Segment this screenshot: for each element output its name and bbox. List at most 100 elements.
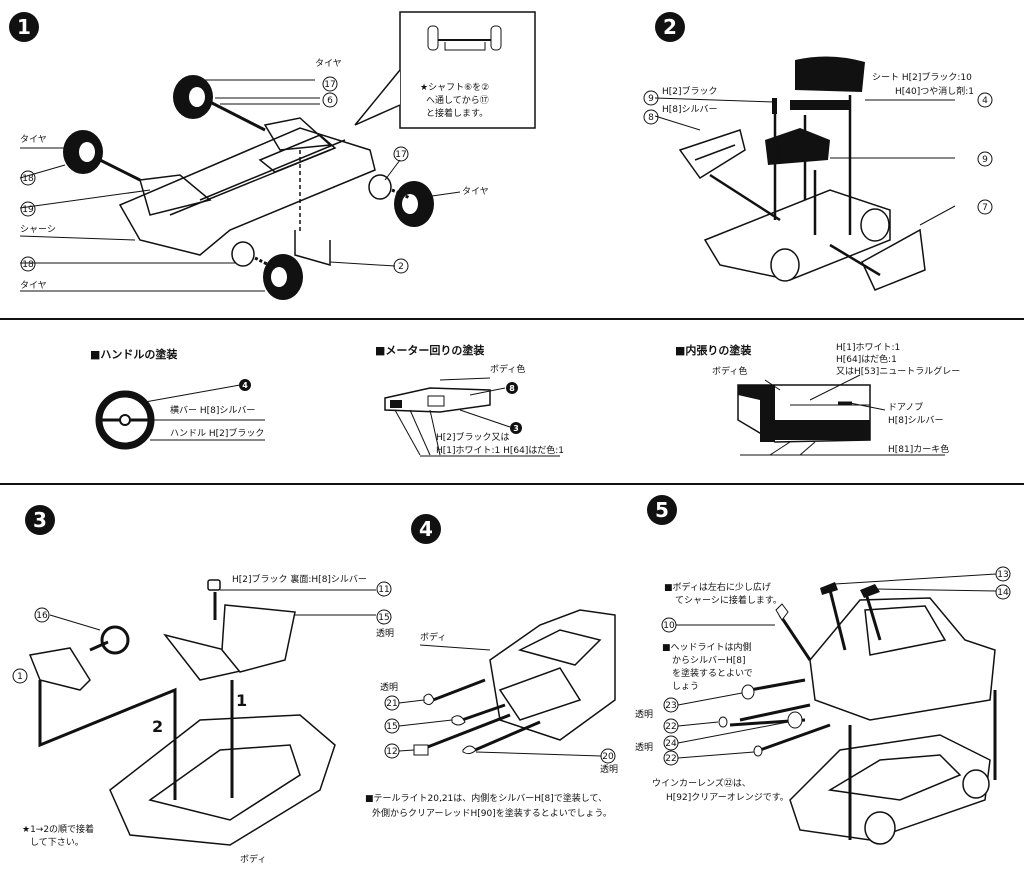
part-24: 24 [665,739,677,749]
seat-color-2: H[40]つや消し剤:1 [895,85,974,97]
meter-body-color: ボディ色 [490,363,525,375]
part-17-right: 17 [395,150,406,160]
shaft-callout: ★シャフト⑥を② へ通してから⑰ と接着します。 [354,11,536,129]
handle-paint-title: ■ハンドルの塗装 [90,347,177,361]
callout-line-3: と接着します。 [426,107,488,119]
part-13: 13 [997,570,1008,580]
door-knob-label: ドアノブ [888,401,923,413]
arrow-label-1: 1 [236,691,247,710]
part-15: 15 [386,722,397,732]
assembly-arrows [38,592,234,800]
part-4: 4 [982,96,988,106]
meter-paint-title: ■メーター回りの塗装 [375,343,484,357]
callout-line-2: へ通してから⑰ [426,95,489,106]
part-10: 10 [663,621,675,631]
part-12: 12 [386,747,397,757]
leader-lines [19,79,461,292]
step5-note-2c: を塗装するとよいで [672,667,753,679]
step-badge-5 [647,495,677,525]
leader-lines [654,97,956,226]
interior-color-1: H[1]ホワイト:1 [836,342,900,353]
step3-note-1: ★1→2の順で接着 [22,823,94,835]
meter-color-1: H[2]ブラック又は [436,431,510,443]
step-badge-1 [9,12,39,42]
seat-base [790,100,850,110]
step5-note-2a: ■ヘッドライトは内側 [662,641,752,653]
label-tire-top: タイヤ [315,58,342,69]
chassis-drawing [118,117,376,256]
door-panel-drawing [737,384,871,443]
front-seat [765,128,830,165]
part-7: 7 [982,203,988,213]
part-15: 15 [378,613,389,623]
part-2: 2 [398,262,404,272]
step5-note-3a: ウインカーレンズ㉒は、 [652,777,751,789]
step-number: 5 [655,498,669,522]
interior-color-2: H[64]はだ色:1 [836,353,897,365]
h2-black-label: H[2]ブラック [662,85,718,97]
part-22-bottom: 22 [665,754,676,764]
step-1-panel: 1 [9,11,536,300]
khaki-color: H[81]カーキ色 [888,443,949,455]
part-8: 8 [648,113,654,123]
step5-clear-2: 透明 [635,742,653,753]
part-18-left: 18 [22,174,34,184]
part-9-top: 9 [648,94,654,104]
part-11: 11 [378,585,389,595]
arrow-label-2: 2 [152,717,163,736]
door-knob-color: H[8]シルバー [888,415,944,426]
step-5-panel: 5 ■ボディは左右に少し広げ てシャーシに接着します。 10 ■ヘッドライトは内… [635,495,1011,845]
seat-color-1: シート H[2]ブラック:10 [872,71,972,83]
part-22-top: 22 [665,722,676,732]
part-23: 23 [665,701,676,711]
painting-section: ■ハンドルの塗装 4 横バー H[8]シルバー ハンドル H[2]ブラック ■メ… [90,342,960,457]
callout-line-1: ★シャフト⑥を② [420,82,489,93]
step5-note-2b: からシルバーH[8] [672,655,746,666]
wheel-icons [63,75,434,300]
step-4-panel: 4 ボディ 透明 21 15 12 20 透明 ■テールライト20 [365,514,618,819]
step-badge-4 [411,514,441,544]
step5-clear-1: 透明 [635,709,653,720]
h8-silver-label: H[8]シルバー [662,104,718,115]
handle-main-color: ハンドル H[2]ブラック [170,427,264,439]
label-tire-bottom: タイヤ [20,280,47,291]
step5-note-1b: てシャーシに接着します。 [675,594,782,606]
label-chassis: シャーシ [20,225,56,235]
step3-drawing [28,579,336,846]
car-body-drawing [789,597,996,845]
part-arrows [729,589,997,840]
part-9-right: 9 [982,155,988,165]
part-19: 19 [22,205,34,215]
step4-body-label: ボディ [420,631,446,643]
step3-note-2: して下さい。 [30,837,84,848]
step5-note-1a: ■ボディは左右に少し広げ [664,581,771,593]
step4-note-2: 外側からクリアーレッドH[90]を塗装するとよいでしょう。 [372,807,612,819]
step-number: 3 [33,508,47,532]
part-14: 14 [997,588,1009,598]
step-3-panel: 3 H[2]ブラック 裏面:H[8]シルバー 11 15 透明 16 1 1 [12,505,394,865]
step5-note-2d: しょう [672,681,699,692]
interior-paint-title: ■内張りの塗装 [675,343,751,357]
label-tire-left: タイヤ [20,134,47,145]
interior-color-3: 又はH[53]ニュートラルグレー [836,365,960,377]
step4-note-1: ■テールライト20,21は、内側をシルバーH[8]で塗装して、 [365,792,607,804]
step-number: 1 [17,15,31,39]
meter-part-8: 8 [509,384,515,393]
step3-clear: 透明 [376,628,394,639]
assembly-arrows [709,95,881,277]
step-number: 4 [419,517,433,541]
part-1: 1 [17,672,23,682]
part-21: 21 [386,699,397,709]
step3-colors: H[2]ブラック 裏面:H[8]シルバー [232,573,367,585]
interior-body-color: ボディ色 [712,365,747,377]
step5-note-3b: H[92]クリアーオレンジです。 [666,792,789,803]
part-18-bottom: 18 [22,260,34,270]
interior-drawing [678,129,926,291]
part-6: 6 [327,96,333,106]
handle-part-4: 4 [242,381,248,390]
step-badge-2 [655,12,685,42]
meter-part-3: 3 [513,424,519,433]
lever-part [772,98,777,114]
step-badge-3 [25,505,55,535]
